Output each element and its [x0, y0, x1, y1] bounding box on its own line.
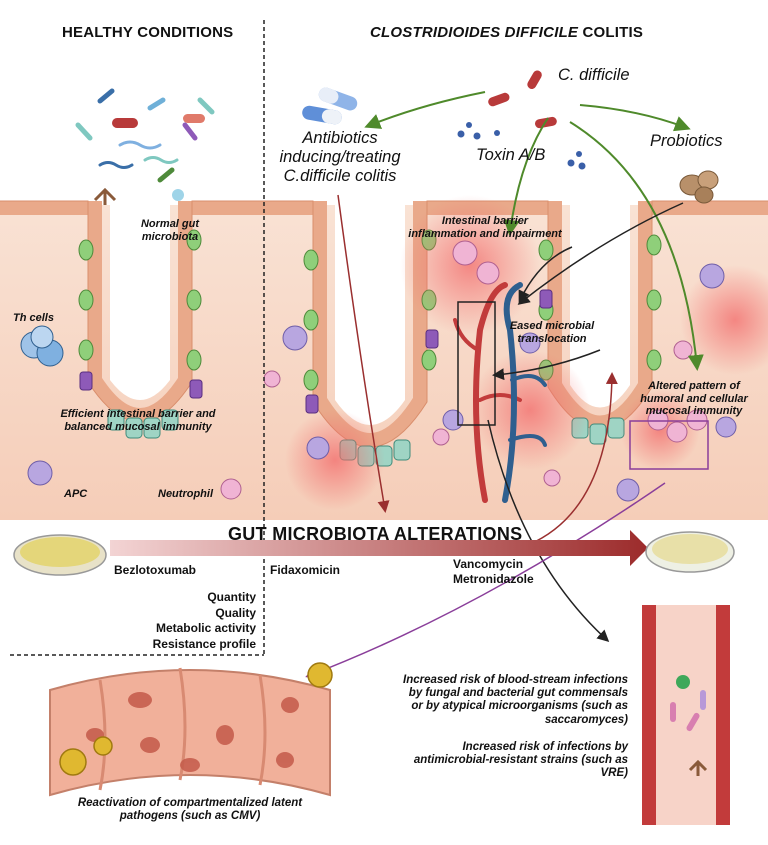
alteration-quality: Quality	[215, 605, 256, 620]
purple-arrow	[305, 482, 666, 679]
th-cells	[20, 325, 64, 367]
altered-immunity-label: Altered pattern of humoral and cellular …	[632, 380, 756, 418]
efficient-barrier-line-2: balanced mucosal immunity	[64, 420, 212, 433]
c-difficile-label: C. difficile	[558, 66, 630, 84]
resistant-risk-line-2: antimicrobial-resistant strains (such as	[413, 754, 628, 767]
reactivation-line-2: pathogens (such as CMV)	[119, 810, 261, 823]
alteration-resistance: Resistance profile	[152, 636, 256, 651]
colitis-title-organism: CLOSTRIDIOIDES DIFFICILE	[370, 24, 579, 41]
blood-vessels	[453, 282, 547, 503]
normal-microbiota	[75, 88, 215, 183]
petri-dish-left	[13, 534, 107, 576]
translocation-inset-box	[457, 301, 496, 426]
efficient-barrier-line-1: Efficient intestinal barrier and	[60, 408, 216, 420]
normal-microbiota-line-1: Normal gut	[140, 218, 200, 230]
barrier-inflammation-label: Intestinal barrier inflammation and impa…	[385, 215, 585, 240]
eased-translocation-line-2: translocation	[517, 332, 587, 345]
immunity-inset-box	[629, 420, 709, 470]
banner-title: GUT MICROBIOTA ALTERATIONS	[228, 524, 523, 544]
healthy-panel-title: HEALTHY CONDITIONS	[62, 24, 234, 41]
crypt-lumens	[110, 200, 630, 425]
alteration-quantity: Quantity	[207, 590, 256, 604]
petri-dish-right	[645, 531, 735, 573]
fidaxomicin-label: Fidaxomicin	[270, 563, 341, 577]
efficient-barrier-label: Efficient intestinal barrier and balance…	[38, 408, 238, 433]
apc-cells	[27, 263, 737, 502]
probiotics-label: Probiotics	[650, 132, 723, 150]
th-cells-label: Th cells	[13, 312, 54, 324]
antibiotics-label: Antibiotics inducing/treating C.difficil…	[265, 129, 415, 186]
metronidazole-label: Metronidazole	[453, 572, 534, 586]
altered-immunity-line-2: humoral and cellular	[640, 392, 748, 405]
bloodstream-vessel	[642, 605, 730, 825]
normal-microbiota-label: Normal gut microbiota	[125, 218, 215, 243]
antibiotics-line-1: Antibiotics	[302, 129, 378, 147]
bezlotoxumab-label: Bezlotoxumab	[114, 563, 197, 577]
barrier-inflammation-line-2: inflammation and impairment	[408, 227, 562, 240]
c-difficile-bacteria	[457, 70, 586, 170]
bloodstream-risk-label: Increased risk of blood-stream infection…	[370, 674, 628, 727]
colon-segment	[49, 662, 333, 797]
resistant-risk-line-1: Increased risk of infections by	[462, 741, 628, 753]
normal-microbiota-line-2: microbiota	[141, 230, 199, 243]
barrier-inflammation-line-1: Intestinal barrier	[441, 215, 529, 227]
neutrophil-cells	[220, 240, 708, 500]
normal-microbiota-rods	[93, 114, 205, 205]
colitis-panel-title: CLOSTRIDIOIDES DIFFICILE COLITIS	[370, 24, 643, 41]
neutrophil-label: Neutrophil	[158, 488, 213, 500]
altered-immunity-line-3: mucosal immunity	[645, 405, 743, 418]
bloodstream-risk-line-3: or by atypical microorganisms (such as	[411, 700, 628, 713]
green-arrows	[364, 91, 704, 371]
alterations-list: Quantity Quality Metabolic activity Resi…	[120, 590, 256, 652]
altered-immunity-line-1: Altered pattern of	[648, 380, 740, 392]
resistant-risk-label: Increased risk of infections by antimicr…	[380, 741, 628, 781]
red-arrows	[337, 194, 618, 546]
bloodstream-risk-line-1: Increased risk of blood-stream infection…	[403, 674, 628, 686]
apc-label: APC	[64, 488, 88, 500]
eased-translocation-label: Eased microbial translocation	[497, 320, 607, 345]
antibiotic-capsules	[302, 87, 358, 125]
antibiotics-line-2: inducing/treating	[279, 147, 401, 166]
bloodstream-risk-line-4: saccaromyces)	[544, 713, 628, 726]
bloodstream-risk-line-2: by fungal and bacterial gut commensals	[408, 687, 628, 700]
reactivation-line-1: Reactivation of compartmentalized latent	[77, 797, 303, 809]
antibiotics-line-3: C.difficile colitis	[283, 166, 397, 185]
eased-translocation-line-1: Eased microbial	[509, 320, 595, 332]
alteration-metabolic: Metabolic activity	[155, 621, 256, 636]
toxin-label: Toxin A/B	[476, 146, 546, 164]
reactivation-label: Reactivation of compartmentalized latent…	[60, 797, 320, 823]
banner-arrow	[110, 530, 648, 566]
colitis-title-suffix: COLITIS	[578, 24, 644, 41]
resistant-risk-line-3: VRE)	[600, 767, 628, 780]
vancomycin-label: Vancomycin	[453, 557, 524, 571]
enteroendocrine-cells	[79, 289, 553, 414]
probiotic-pills	[679, 170, 719, 204]
